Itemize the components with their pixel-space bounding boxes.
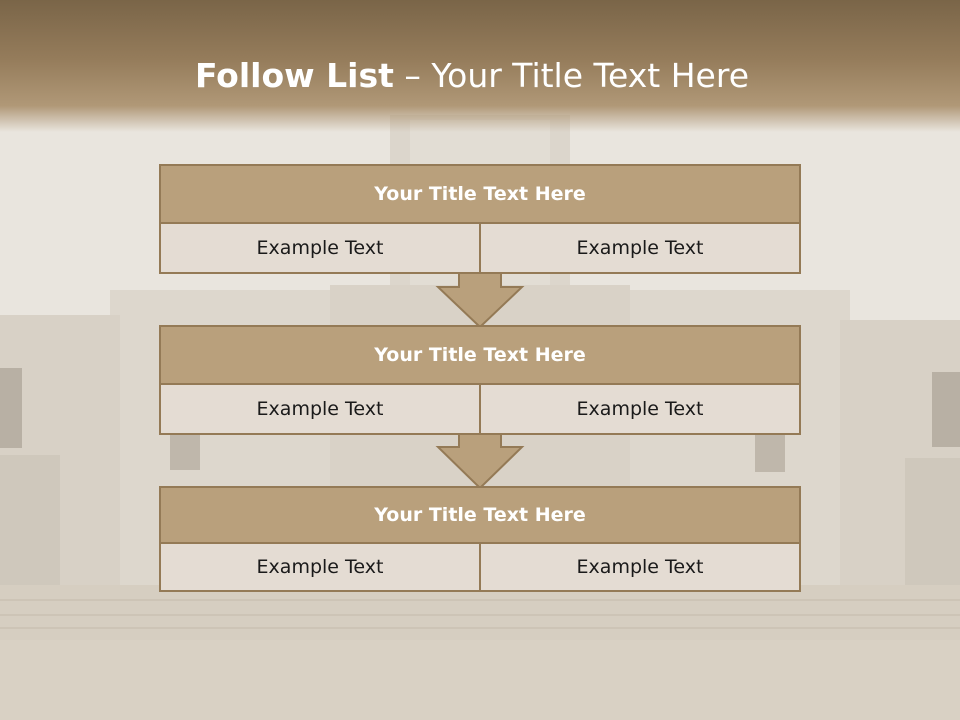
- example-text-right: Example Text: [479, 544, 799, 590]
- header-band: [0, 0, 960, 132]
- block-row: Example Text Example Text: [161, 385, 799, 433]
- example-text-left: Example Text: [161, 224, 479, 272]
- list-block-3: Your Title Text Here Example Text Exampl…: [159, 486, 801, 592]
- list-block-1: Your Title Text Here Example Text Exampl…: [159, 164, 801, 274]
- block-row: Example Text Example Text: [161, 224, 799, 272]
- example-text-left: Example Text: [161, 385, 479, 433]
- title-separator: –: [393, 56, 432, 95]
- block-title: Your Title Text Here: [161, 166, 799, 224]
- title-bold: Follow List: [194, 56, 394, 95]
- block-title: Your Title Text Here: [161, 327, 799, 385]
- example-text-right: Example Text: [479, 224, 799, 272]
- slide-title: Follow List – Your Title Text Here: [0, 52, 944, 100]
- block-title: Your Title Text Here: [161, 488, 799, 544]
- list-block-2: Your Title Text Here Example Text Exampl…: [159, 325, 801, 435]
- example-text-right: Example Text: [479, 385, 799, 433]
- example-text-left: Example Text: [161, 544, 479, 590]
- block-row: Example Text Example Text: [161, 544, 799, 590]
- title-rest: Your Title Text Here: [431, 56, 750, 95]
